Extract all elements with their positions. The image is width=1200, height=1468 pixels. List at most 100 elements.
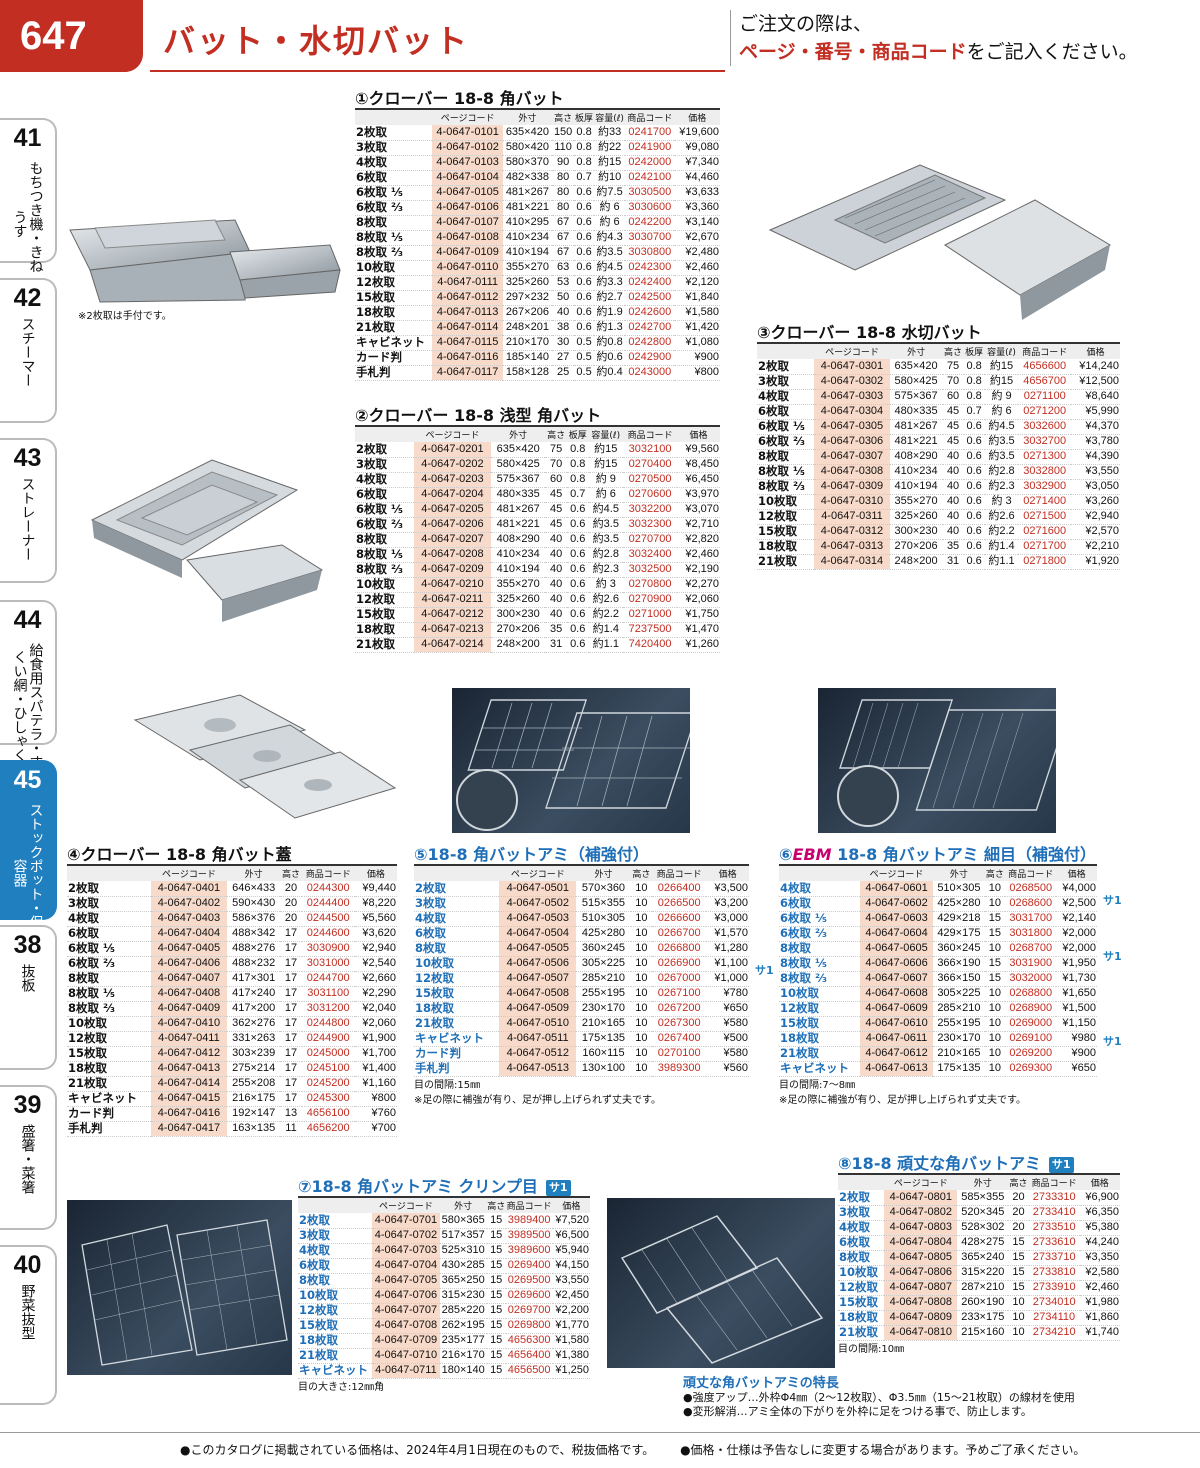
table-cell: ¥2,460 <box>1079 1280 1120 1296</box>
table-cell: ¥1,950 <box>1056 956 1097 972</box>
table-cell: 4-0647-0114 <box>432 320 503 336</box>
table-cell: 2枚取 <box>355 442 414 458</box>
tab-label: ストレーナー <box>19 477 36 561</box>
table-cell: 20 <box>280 911 302 927</box>
table-cell: ¥12,500 <box>1071 374 1120 390</box>
table-cell: ¥3,140 <box>674 215 720 231</box>
table-header: ページコード外寸高さ商品コード価格 <box>298 1198 590 1213</box>
table-cell: 0.6 <box>566 502 589 518</box>
table-cell: 4-0647-0807 <box>884 1280 958 1296</box>
table-cell: 417×301 <box>227 971 281 987</box>
table-cell: ¥1,250 <box>552 1363 590 1379</box>
column-header <box>355 110 433 125</box>
table-cell: 0271200 <box>1018 404 1072 420</box>
table-cell: 4-0647-0409 <box>150 1001 227 1017</box>
table-cell: 0.6 <box>574 275 594 291</box>
table-cell: キャビネット <box>67 1091 151 1107</box>
table-cell: 0269600 <box>505 1288 553 1304</box>
table-cell: 0268700 <box>1005 941 1057 957</box>
table-cell: 488×232 <box>227 956 281 972</box>
table-cell: 約10 <box>593 170 626 186</box>
page-title: バット・水切バット <box>163 22 470 60</box>
table-cell: 2734010 <box>1028 1295 1080 1311</box>
table-cell: 4-0647-0604 <box>859 926 934 942</box>
table-cell: ¥1,260 <box>677 637 720 653</box>
table-cell: 248×201 <box>502 320 553 336</box>
table-cell: 315×220 <box>957 1265 1009 1281</box>
table-cell: 17 <box>280 1076 302 1092</box>
section-title: ④クローバー 18-8 角バット蓋 <box>67 844 397 866</box>
photo-note: ※2枚取は手付です。 <box>78 311 172 322</box>
column-header: 価格 <box>674 110 720 125</box>
table-cell: 4-0647-0210 <box>413 577 492 593</box>
table-cell: ¥6,500 <box>552 1228 590 1244</box>
table-cell: 510×305 <box>576 911 631 927</box>
table-cell: 45 <box>545 517 567 533</box>
table-cell: 4-0647-0707 <box>372 1303 440 1319</box>
table-cell: 8枚取 ⅕ <box>757 464 815 480</box>
table-cell: 4656300 <box>505 1333 553 1349</box>
table-cell: 15 <box>486 1318 506 1334</box>
table-cell: 10 <box>630 1046 653 1062</box>
table-cell: 0245300 <box>301 1091 355 1107</box>
section-title: ⑦18-8 角バットアミ クリンプ目サ1 <box>298 1176 590 1198</box>
table-cell: 300×230 <box>491 607 546 623</box>
table-cell: 0267100 <box>652 986 707 1002</box>
table-cell: 4-0647-0101 <box>432 125 503 141</box>
table-cell: ¥6,450 <box>677 472 720 488</box>
table-cell: 429×218 <box>933 911 985 927</box>
table-cell: 481×221 <box>502 200 553 216</box>
table-cell: ¥1,420 <box>674 320 720 336</box>
table-cell: 10 <box>984 1046 1006 1062</box>
table-cell: 約2.8 <box>588 547 624 563</box>
table-cell: 481×221 <box>491 517 546 533</box>
photo-drain-bats <box>760 160 1115 330</box>
column-header <box>414 866 500 881</box>
table-cell: 約15 <box>984 374 1019 390</box>
table-cell: 0267200 <box>652 1001 707 1017</box>
tab-number: 41 <box>13 124 42 152</box>
table-cell: 4-0647-0613 <box>859 1061 934 1077</box>
column-header: 外寸 <box>889 344 943 359</box>
table-cell: 0268800 <box>1005 986 1057 1002</box>
table-cell: 21枚取 <box>355 637 414 653</box>
table-cell: 481×267 <box>502 185 553 201</box>
table-cell: 0270400 <box>623 457 678 473</box>
table-cell: 8枚取 ⅔ <box>67 1001 151 1017</box>
table-cell: 25 <box>552 365 575 381</box>
table-cell: 3031000 <box>301 956 355 972</box>
table-cell: 4-0647-0506 <box>499 956 577 972</box>
table-cell: 10枚取 <box>355 577 414 593</box>
table-cell: 4-0647-0709 <box>372 1333 440 1349</box>
table-cell: 0267400 <box>652 1031 707 1047</box>
table-cell: 0266600 <box>652 911 707 927</box>
column-header: 価格 <box>677 427 720 442</box>
table-cell: 255×195 <box>933 1016 985 1032</box>
table-cell: ¥3,550 <box>1071 464 1120 480</box>
table-cell: ¥1,860 <box>1079 1310 1120 1326</box>
table-cell: 4-0647-0406 <box>150 956 227 972</box>
table-cell: 4-0647-0207 <box>413 532 492 548</box>
table-cell: 3032200 <box>623 502 678 518</box>
